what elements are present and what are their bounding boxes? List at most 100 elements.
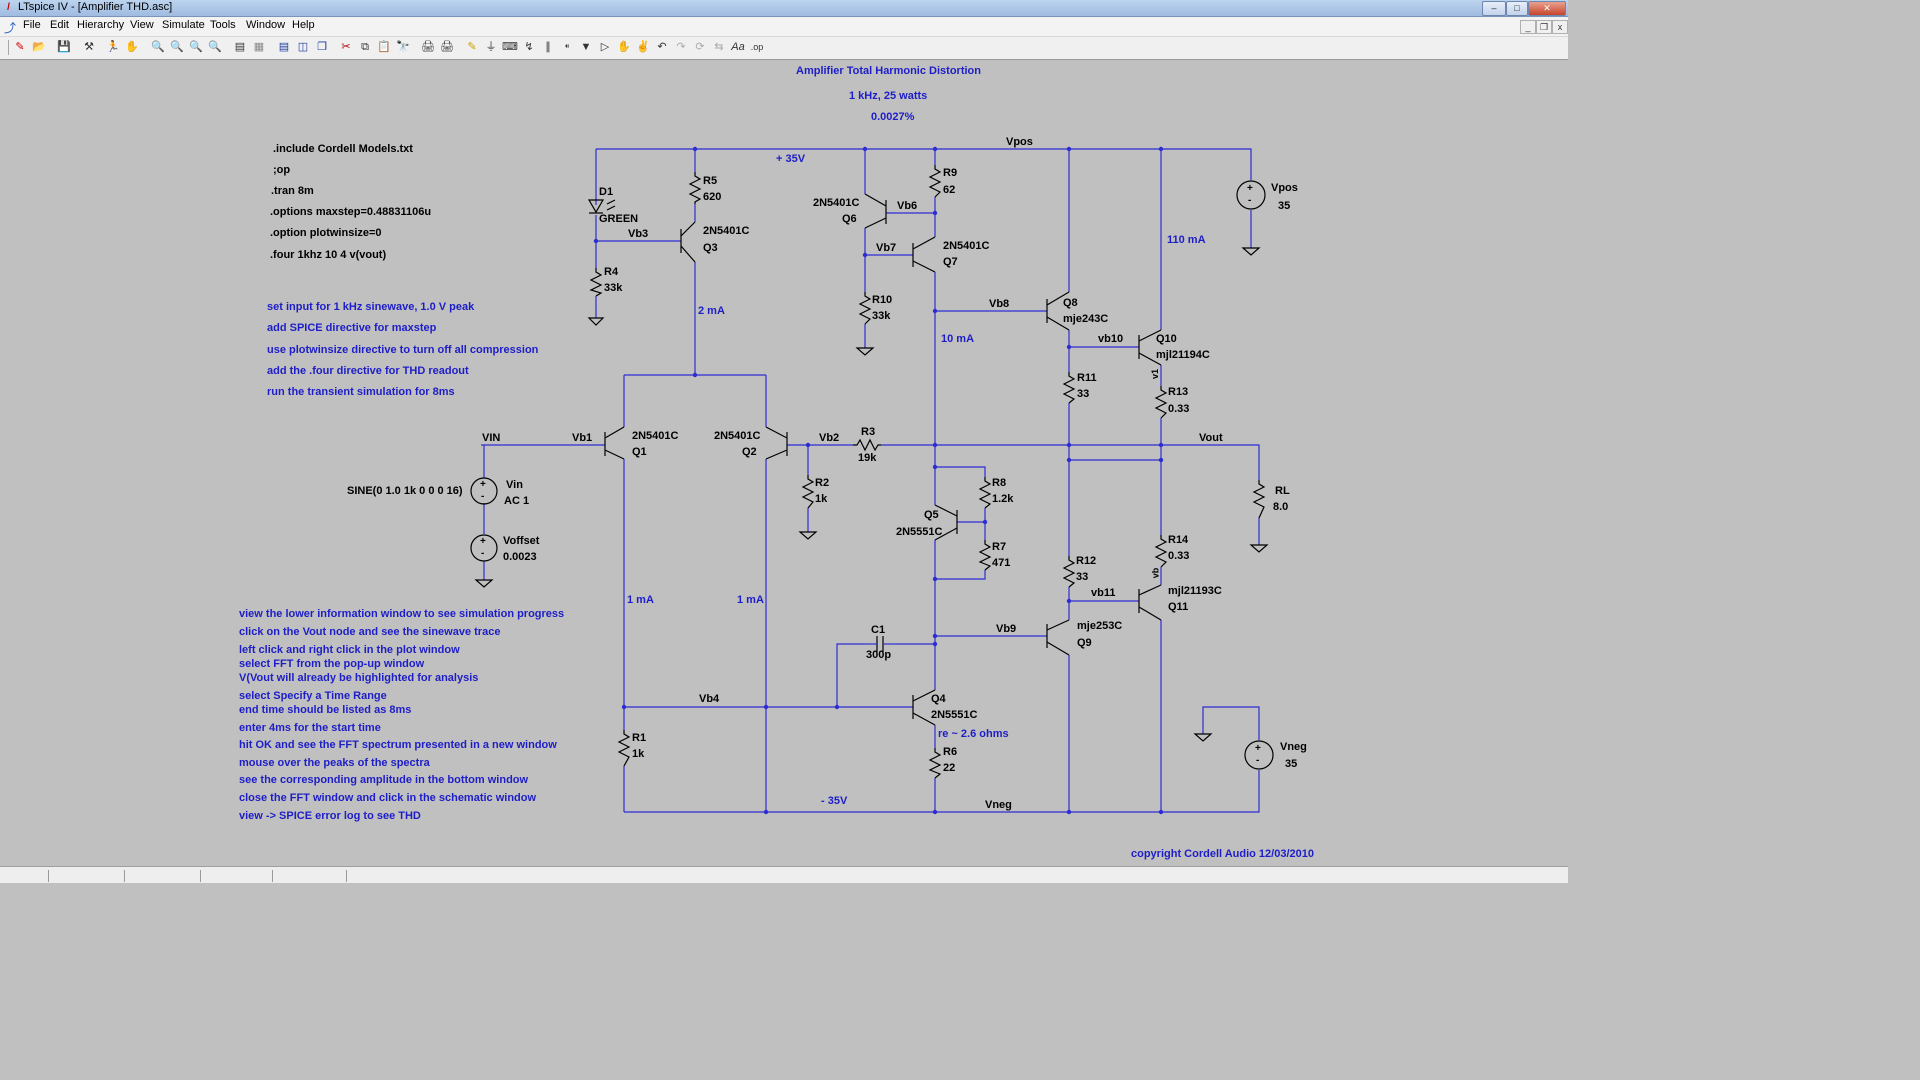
capacitor-icon[interactable]: ∥ [545, 41, 551, 53]
r13-value[interactable]: 0.33 [1168, 403, 1190, 415]
r6-value[interactable]: 22 [943, 762, 956, 774]
r9-value[interactable]: 62 [943, 184, 956, 196]
q4-model[interactable]: 2N5551C [931, 709, 978, 721]
q9-model[interactable]: mje253C [1077, 620, 1123, 632]
tile-horizontal-icon[interactable]: ▤ [278, 41, 290, 53]
menu-hierarchy[interactable]: Hierarchy [77, 19, 125, 31]
print-setup-icon[interactable]: 🖨 [440, 41, 454, 53]
child-restore-icon[interactable]: ❐ [1536, 20, 1552, 34]
q7-name[interactable]: Q7 [943, 256, 958, 268]
r11-value[interactable]: 33 [1077, 388, 1090, 400]
menu-help[interactable]: Help [292, 19, 315, 31]
vneg-source-name[interactable]: Vneg [1280, 741, 1307, 753]
directive-four[interactable]: .four 1khz 10 4 v(vout) [270, 249, 387, 261]
q5-model[interactable]: 2N5551C [896, 526, 943, 538]
q8-name[interactable]: Q8 [1063, 297, 1078, 309]
pan-icon[interactable]: 🔍 [170, 41, 184, 53]
q3-model[interactable]: 2N5401C [703, 225, 750, 237]
r12-name[interactable]: R12 [1076, 555, 1097, 567]
text-icon[interactable]: Aa [731, 41, 745, 53]
c1-name[interactable]: C1 [871, 624, 886, 636]
close-icon[interactable]: ✕ [1528, 1, 1566, 16]
move-icon[interactable]: ✋ [617, 41, 631, 53]
ground-icon[interactable]: ⏚ [485, 41, 497, 53]
r13-name[interactable]: R13 [1168, 386, 1189, 398]
r14-name[interactable]: R14 [1168, 534, 1189, 546]
menu-tools[interactable]: Tools [210, 19, 236, 31]
find-icon[interactable]: 🔭 [396, 41, 410, 53]
net-vb7[interactable]: Vb7 [876, 242, 897, 254]
mirror-icon[interactable]: ⇆ [714, 41, 724, 53]
maximize-icon[interactable]: □ [1506, 1, 1528, 16]
component-icon[interactable]: ▷ [600, 41, 610, 53]
net-vb10[interactable]: vb10 [1098, 333, 1124, 345]
net-vneg[interactable]: Vneg [985, 799, 1012, 811]
label-net-icon[interactable]: ⌨ [502, 41, 518, 53]
q11-name[interactable]: Q11 [1168, 601, 1189, 613]
menu-view[interactable]: View [130, 19, 154, 31]
child-minimize-icon[interactable]: _ [1520, 20, 1536, 34]
vpos-source-value[interactable]: 35 [1278, 200, 1291, 212]
draw-wire-icon[interactable]: ✎ [467, 41, 477, 53]
zoom-out-icon[interactable]: 🔍 [189, 41, 203, 53]
rl-value[interactable]: 8.0 [1273, 501, 1289, 513]
q10-name[interactable]: Q10 [1156, 333, 1177, 345]
r1-value[interactable]: 1k [632, 748, 645, 760]
menu-edit[interactable]: Edit [50, 19, 69, 31]
r9-name[interactable]: R9 [943, 167, 958, 179]
q6-name[interactable]: Q6 [842, 213, 857, 225]
schematic-canvas[interactable]: +- +- +- +- Amplifier Total Harmonic Dis… [1, 60, 1567, 866]
q7-model[interactable]: 2N5401C [943, 240, 990, 252]
spice-directive-icon[interactable]: .op [750, 42, 764, 52]
net-vpos[interactable]: Vpos [1006, 136, 1033, 148]
undo-icon[interactable]: ↶ [657, 41, 667, 53]
r4-value[interactable]: 33k [604, 282, 623, 294]
r4-name[interactable]: R4 [604, 266, 619, 278]
paste-icon[interactable]: 📋 [377, 41, 391, 53]
drag-icon[interactable]: ✌ [636, 41, 650, 53]
q5-name[interactable]: Q5 [924, 509, 939, 521]
sine-spec[interactable]: SINE(0 1.0 1k 0 0 0 16) [347, 485, 463, 497]
r3-name[interactable]: R3 [861, 426, 876, 438]
r7-name[interactable]: R7 [992, 541, 1007, 553]
q4-name[interactable]: Q4 [931, 693, 946, 705]
r10-name[interactable]: R10 [872, 294, 893, 306]
new-schematic-icon[interactable]: ✎ [15, 41, 25, 53]
r5-value[interactable]: 620 [703, 191, 722, 203]
open-icon[interactable]: 📂 [32, 41, 46, 53]
directive-op[interactable]: ;op [273, 164, 291, 176]
q1-model[interactable]: 2N5401C [632, 430, 679, 442]
menu-simulate[interactable]: Simulate [162, 19, 205, 31]
q6-model[interactable]: 2N5401C [813, 197, 860, 209]
net-vin[interactable]: VIN [482, 432, 501, 444]
save-icon[interactable]: 💾 [57, 41, 71, 53]
rotate-icon[interactable]: ⟳ [695, 41, 705, 53]
net-vb9[interactable]: Vb9 [996, 623, 1017, 635]
menu-window[interactable]: Window [246, 19, 286, 31]
r10-value[interactable]: 33k [872, 310, 891, 322]
directive-tran[interactable]: .tran 8m [271, 185, 314, 197]
diode-icon[interactable]: ▼ [580, 41, 592, 53]
tile-vertical-icon[interactable]: ◫ [297, 41, 309, 53]
voffset-value[interactable]: 0.0023 [503, 551, 537, 563]
grid-icon[interactable]: ▦ [253, 41, 265, 53]
cut-icon[interactable]: ✂ [341, 41, 351, 53]
r1-name[interactable]: R1 [632, 732, 647, 744]
r8-name[interactable]: R8 [992, 477, 1007, 489]
print-icon[interactable]: 🖨 [421, 41, 435, 53]
q8-model[interactable]: mje243C [1063, 313, 1109, 325]
vin-value[interactable]: AC 1 [504, 495, 530, 507]
q11-model[interactable]: mjl21193C [1168, 585, 1222, 597]
vpos-source-name[interactable]: Vpos [1271, 182, 1298, 194]
resistor-icon[interactable]: ↯ [524, 41, 534, 53]
r5-name[interactable]: R5 [703, 175, 718, 187]
net-vb2[interactable]: Vb2 [819, 432, 840, 444]
q1-name[interactable]: Q1 [632, 446, 647, 458]
r6-name[interactable]: R6 [943, 746, 958, 758]
net-vb11[interactable]: vb11 [1091, 587, 1116, 599]
menu-file[interactable]: File [23, 19, 41, 31]
directive-plotwinsize[interactable]: .option plotwinsize=0 [270, 227, 382, 239]
r2-name[interactable]: R2 [815, 477, 830, 489]
control-panel-icon[interactable]: ⚒ [84, 41, 94, 53]
directive-include[interactable]: .include Cordell Models.txt [273, 143, 413, 155]
